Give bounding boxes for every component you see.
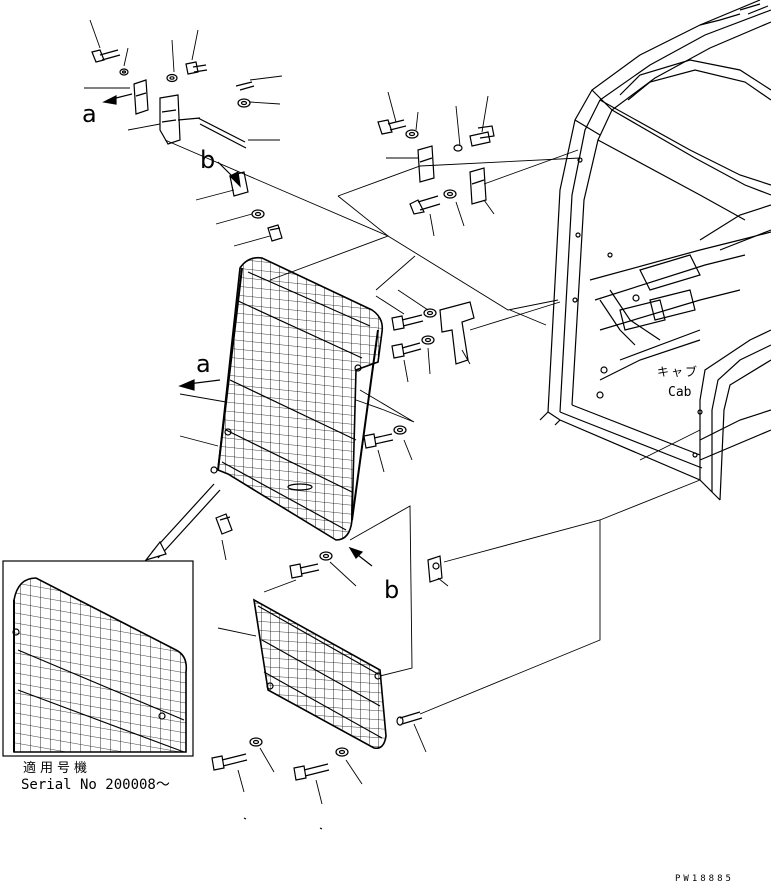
view-arrows (102, 93, 373, 567)
view-label-b-guard: b (384, 576, 400, 604)
serial-label-japanese: 適用号機 (23, 761, 92, 776)
detail-inset (2, 560, 194, 757)
bolts-washers-bottom (211, 737, 349, 781)
cab-label-english: Cab (668, 385, 692, 400)
bracket-assembly-top-left (91, 49, 283, 242)
view-label-b-top: b (200, 146, 216, 174)
bracket-assembly-top-center (377, 119, 495, 215)
front-guard-lower (252, 598, 387, 750)
serial-label-english: Serial No 200008～ (21, 777, 170, 793)
view-label-a-guard: a (196, 350, 211, 378)
leader-lines (84, 19, 701, 805)
hinge-pin-right (396, 555, 443, 726)
small-marks (243, 817, 323, 830)
view-label-a-top: a (82, 100, 97, 128)
bolt-washer-lower-left (215, 513, 333, 579)
figure-id: PW18885 (675, 874, 734, 884)
front-guard-upper (210, 256, 384, 541)
cab-label-japanese: キャブ (657, 365, 700, 379)
inset-pointer-arrow (144, 483, 221, 562)
cab-frame (539, 0, 771, 501)
